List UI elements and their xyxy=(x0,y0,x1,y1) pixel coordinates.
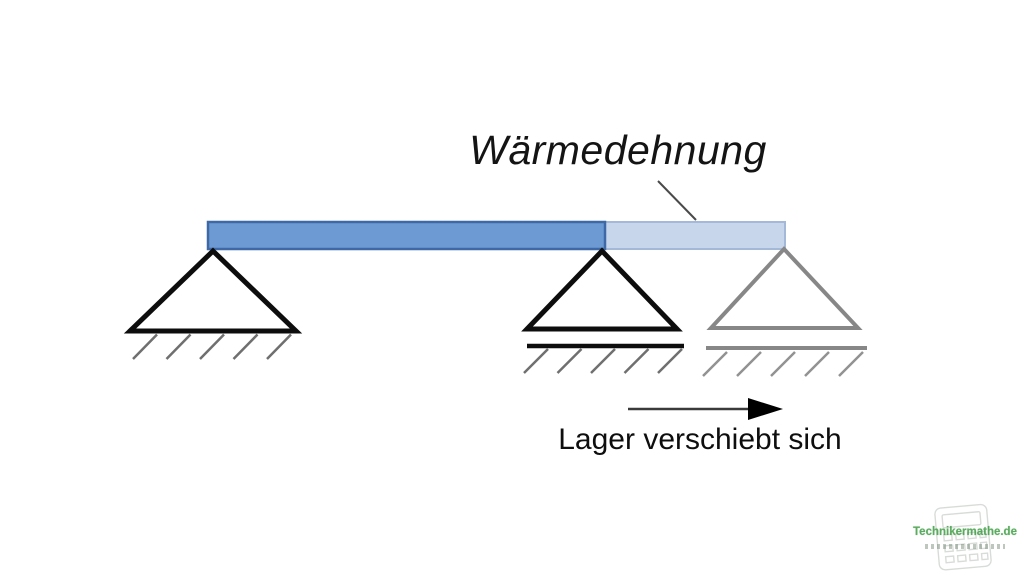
support-displaced-roller xyxy=(706,246,863,330)
hatching-displaced xyxy=(702,351,864,377)
hatching-middle xyxy=(523,348,683,374)
diagram-title: Wärmedehnung xyxy=(469,127,767,173)
displacement-arrow-head-icon xyxy=(748,398,783,420)
calculator-icon xyxy=(934,503,992,571)
hatching-left xyxy=(132,333,292,360)
watermark: Technikermathe.de xyxy=(913,500,1017,576)
beam-expansion-section xyxy=(604,221,786,250)
watermark-brand: Technikermathe.de xyxy=(913,526,1017,538)
watermark-tagline xyxy=(925,544,1005,549)
title-leader-line xyxy=(657,180,697,221)
beam xyxy=(206,220,607,251)
support-left-pin xyxy=(123,247,303,334)
support-middle-roller xyxy=(521,247,683,332)
displacement-label: Lager verschiebt sich xyxy=(558,423,842,456)
